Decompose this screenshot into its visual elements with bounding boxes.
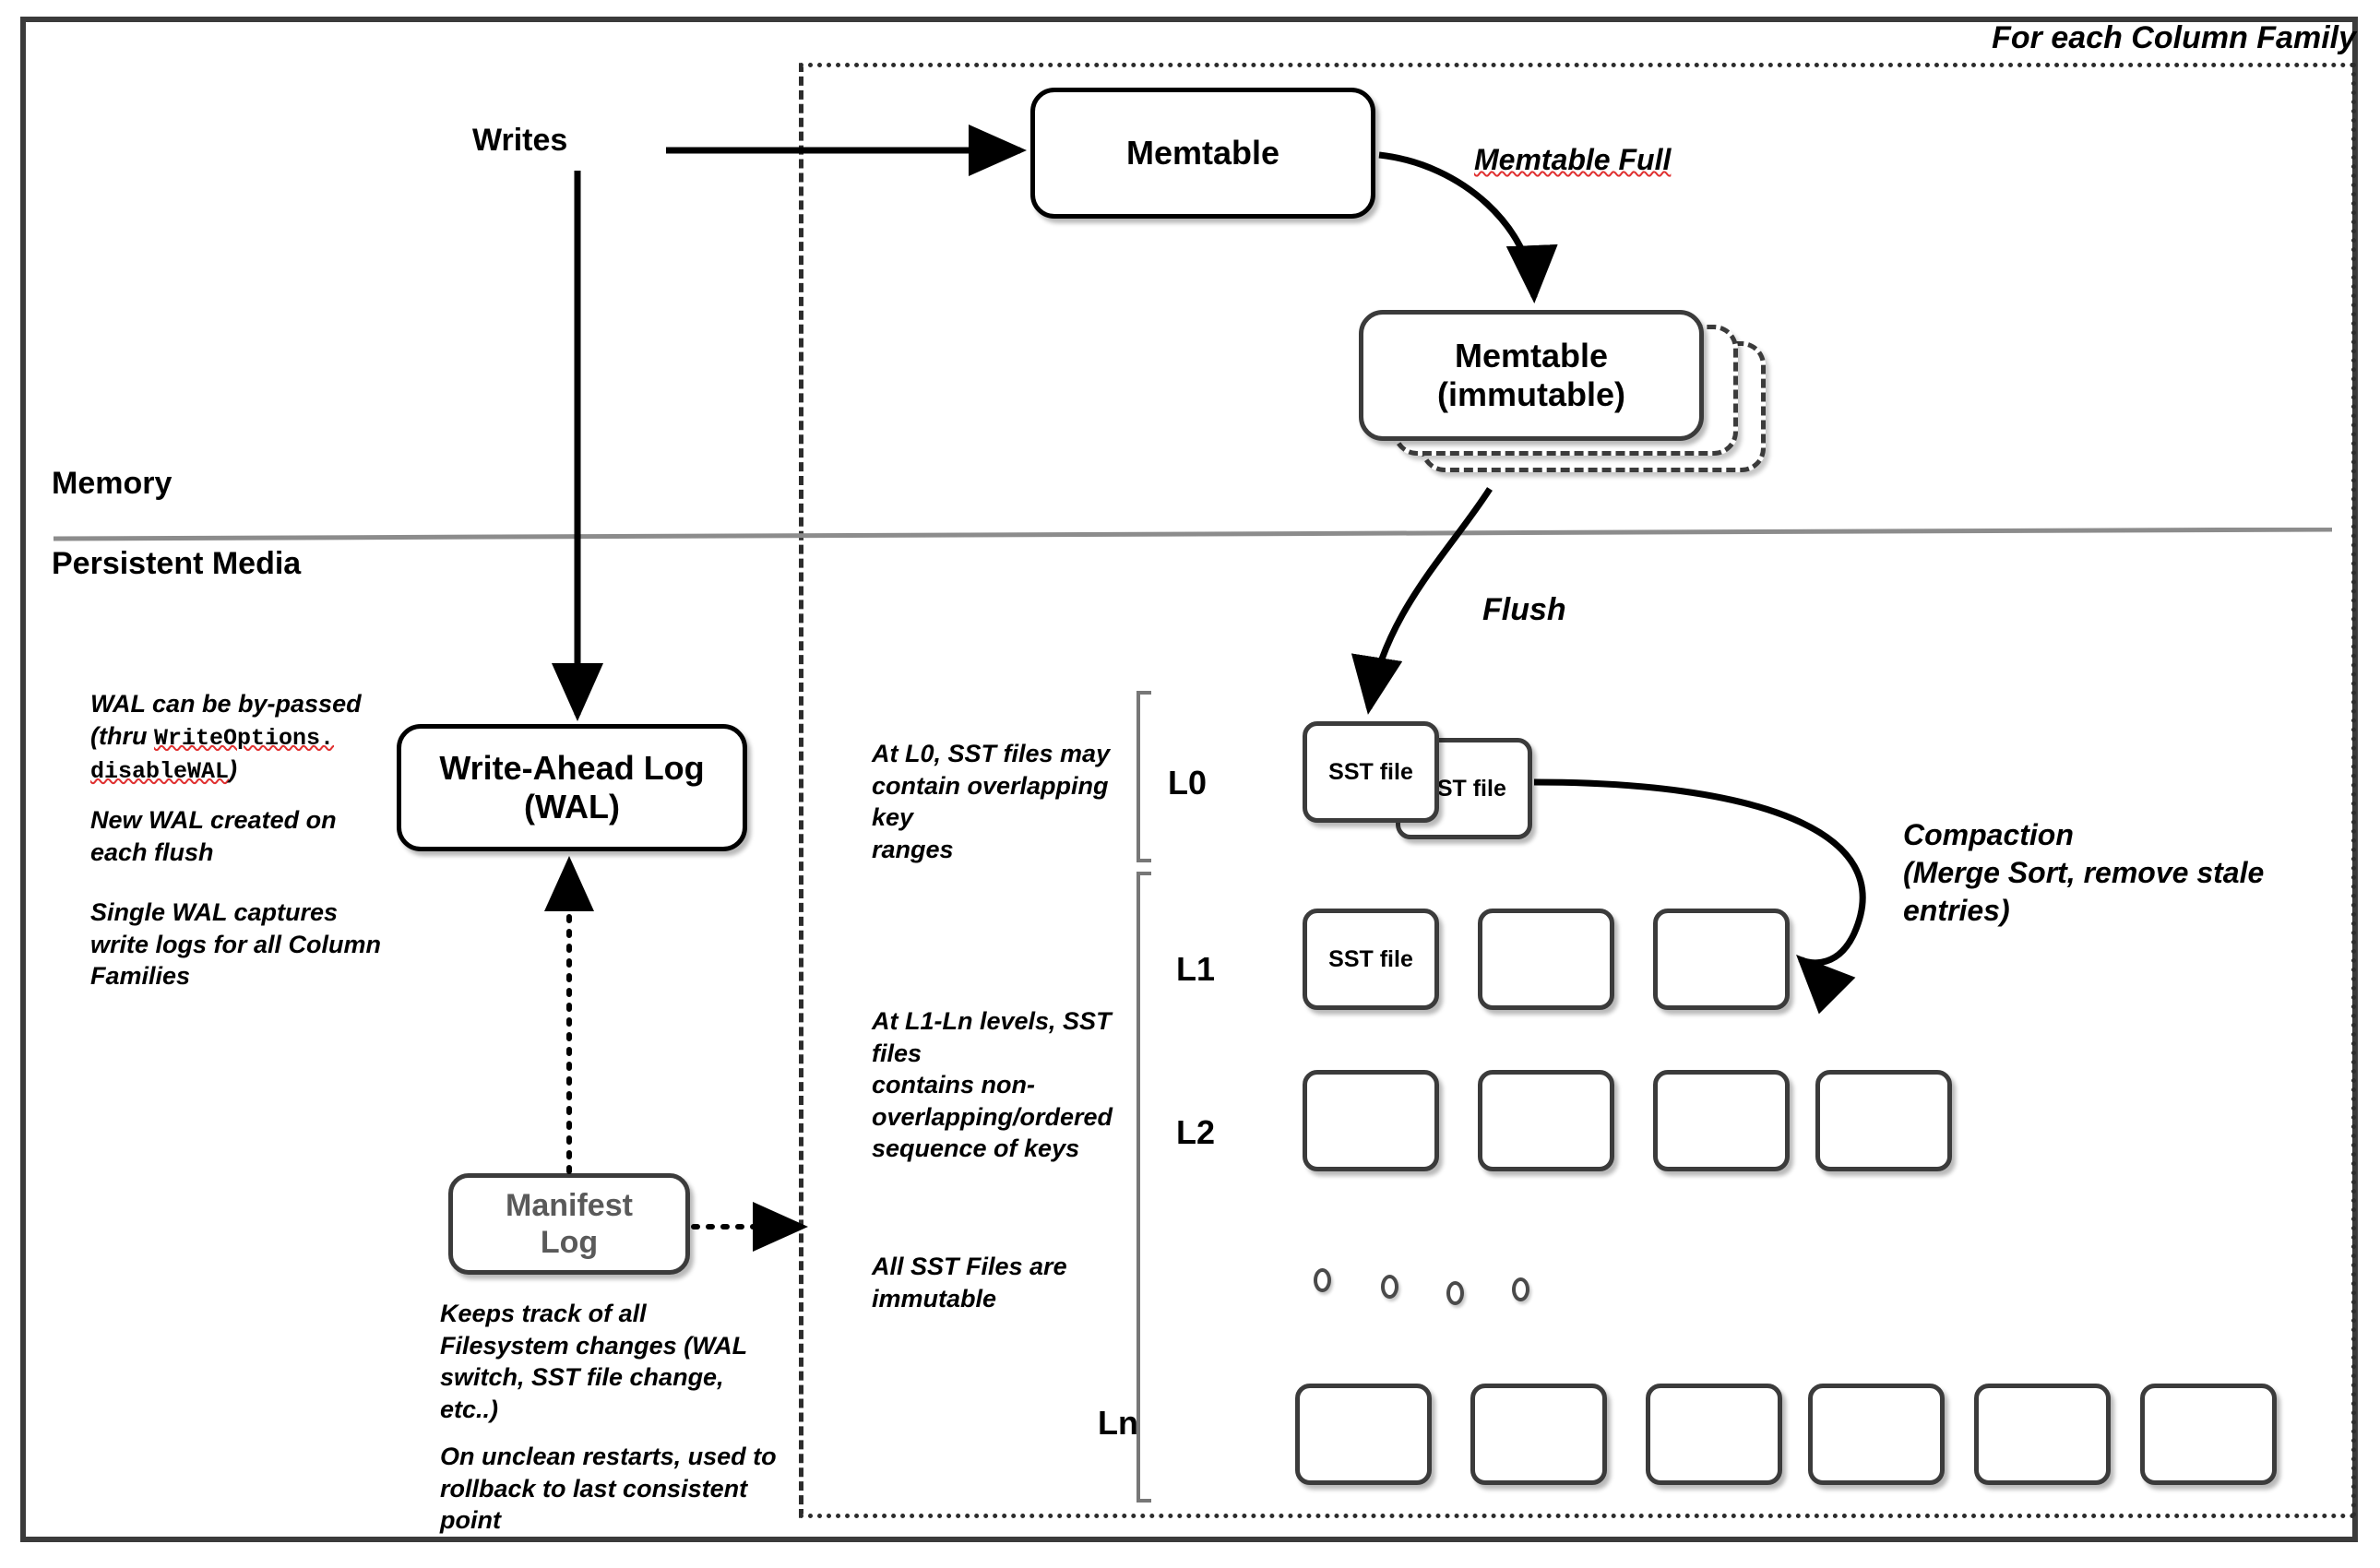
- memtable-node[interactable]: Memtable: [1030, 88, 1375, 219]
- sst-l1-2[interactable]: [1653, 909, 1790, 1010]
- level-note-immutable: All SST Files are immutable: [872, 1253, 1067, 1313]
- write-ahead-log-node[interactable]: Write-Ahead Log (WAL): [397, 724, 747, 851]
- manifest-note-tracking: Keeps track of all Filesystem changes (W…: [440, 1300, 748, 1423]
- sst-l2-2[interactable]: [1653, 1070, 1790, 1171]
- level-label-l1: L1: [1176, 950, 1216, 988]
- level-note-l0: At L0, SST files may contain overlapping…: [872, 740, 1111, 863]
- level-label-ln: Ln: [1098, 1404, 1138, 1442]
- flush-label: Flush: [1482, 592, 1566, 627]
- sst-l2-3[interactable]: [1815, 1070, 1952, 1171]
- column-family-label: For each Column Family: [1992, 20, 2356, 55]
- ellipsis-dot-2: [1381, 1275, 1398, 1299]
- wal-note-new-wal: New WAL created on each flush: [90, 806, 337, 866]
- manifest-log-node[interactable]: Manifest Log: [448, 1173, 690, 1275]
- wal-note-bypass-text: WAL can be by-passed (thru: [90, 690, 362, 750]
- writes-label: Writes: [472, 123, 568, 158]
- compaction-label: Compaction (Merge Sort, remove stale ent…: [1903, 818, 2265, 927]
- sst-l0-0[interactable]: SST file: [1303, 721, 1439, 823]
- level-note-l1ln: At L1-Ln levels, SST files contains non-…: [872, 1007, 1113, 1163]
- manifest-note-rollback: On unclean restarts, used to rollback to…: [440, 1443, 777, 1535]
- wal-note-bypass-suffix: ): [229, 754, 238, 783]
- sst-ln-4[interactable]: [1974, 1384, 2111, 1485]
- wal-note-code-disablewal: disableWAL: [90, 757, 230, 785]
- sst-ln-0[interactable]: [1295, 1384, 1432, 1485]
- persistent-media-label: Persistent Media: [52, 546, 302, 581]
- column-family-frame: [799, 63, 2356, 1518]
- ellipsis-dot-4: [1512, 1277, 1529, 1301]
- ellipsis-dot-1: [1314, 1268, 1331, 1292]
- ellipsis-dot-3: [1446, 1281, 1464, 1305]
- memtable-full-label: Memtable Full: [1474, 143, 1672, 176]
- sst-ln-1[interactable]: [1470, 1384, 1607, 1485]
- sst-l2-0[interactable]: [1303, 1070, 1439, 1171]
- sst-ln-2[interactable]: [1646, 1384, 1782, 1485]
- sst-ln-5[interactable]: [2140, 1384, 2277, 1485]
- wal-note-single-wal: Single WAL captures write logs for all C…: [90, 898, 382, 991]
- wal-note-code-writeoptions: WriteOptions.: [153, 724, 335, 752]
- memtable-immutable-node[interactable]: Memtable (immutable): [1359, 310, 1704, 441]
- level-label-l2: L2: [1176, 1113, 1216, 1151]
- level-label-l0: L0: [1168, 764, 1208, 802]
- sst-ln-3[interactable]: [1808, 1384, 1945, 1485]
- sst-l2-1[interactable]: [1478, 1070, 1614, 1171]
- wal-note-bypass: WAL can be by-passed (thru WriteOptions.…: [90, 688, 386, 787]
- sst-l1-0[interactable]: SST file: [1303, 909, 1439, 1010]
- sst-l1-1[interactable]: [1478, 909, 1614, 1010]
- memory-label: Memory: [52, 466, 173, 501]
